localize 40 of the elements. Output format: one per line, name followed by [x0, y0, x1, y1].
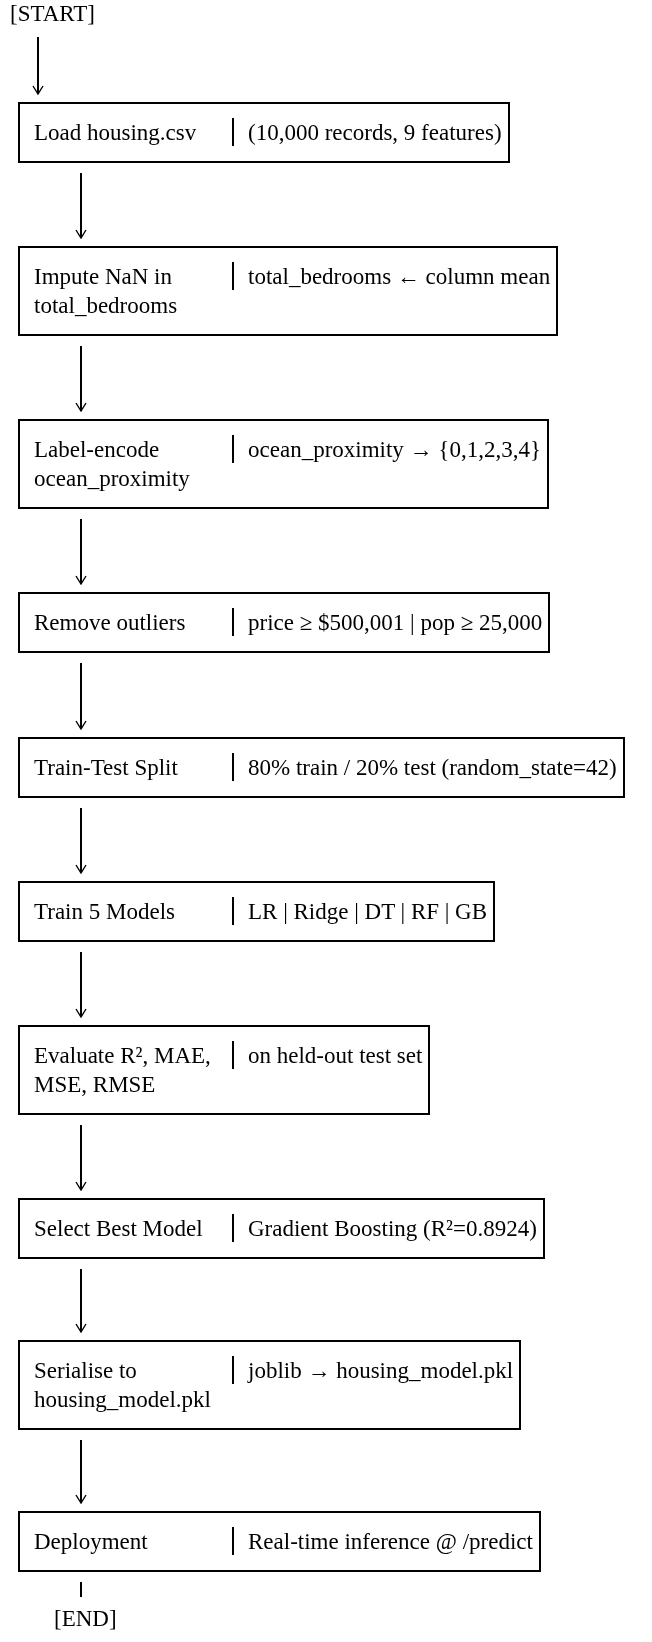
arrow — [75, 1124, 87, 1191]
step-note: price ≥ $500,001 | pop ≥ 25,000 — [248, 609, 543, 637]
process-step: Train-Test Split — [34, 753, 224, 782]
process-box — [18, 1198, 545, 1259]
process-step: Serialise to housing_model.pkl — [34, 1356, 224, 1414]
step-note: ocean_proximity → {0,1,2,3,4} — [248, 436, 541, 464]
process-box — [18, 246, 559, 336]
arrow — [75, 1439, 87, 1504]
arrow — [75, 1268, 87, 1333]
step-note: Real-time inference @ /predict — [248, 1528, 533, 1556]
process-step: Select Best Model — [34, 1214, 224, 1243]
process-step: Evaluate R², MAE, MSE, RMSE — [34, 1041, 224, 1099]
process-step: Remove outliers — [34, 608, 224, 637]
arrow — [75, 518, 87, 585]
process-box — [18, 592, 551, 653]
arrow — [75, 172, 87, 239]
step-note: on held-out test set — [248, 1042, 423, 1070]
arrow — [75, 807, 87, 874]
process-box — [18, 1340, 522, 1430]
step-note: 80% train / 20% test (random_state=42) — [248, 754, 617, 782]
process-step: Impute NaN in total_bedrooms — [34, 262, 224, 320]
step-note: total_bedrooms ← column mean — [248, 263, 551, 291]
arrow — [75, 662, 87, 730]
process-step: Train 5 Models — [34, 897, 224, 926]
arrow — [75, 951, 87, 1018]
process-box — [18, 1511, 541, 1572]
process-box — [18, 737, 625, 798]
process-box — [18, 881, 496, 942]
process-box — [18, 1025, 431, 1115]
process-box — [18, 419, 549, 509]
step-note: Gradient Boosting (R²=0.8924) — [248, 1215, 537, 1243]
step-note: LR | Ridge | DT | RF | GB — [248, 898, 488, 926]
arrow — [75, 345, 87, 412]
arrow — [32, 36, 44, 95]
step-note: (10,000 records, 9 features) — [248, 119, 502, 147]
process-step: Load housing.csv — [34, 118, 224, 147]
step-note: joblib → housing_model.pkl — [248, 1357, 514, 1385]
process-box — [18, 102, 510, 163]
process-step: Deployment — [34, 1527, 224, 1556]
process-step: Label-encode ocean_proximity — [34, 435, 224, 493]
